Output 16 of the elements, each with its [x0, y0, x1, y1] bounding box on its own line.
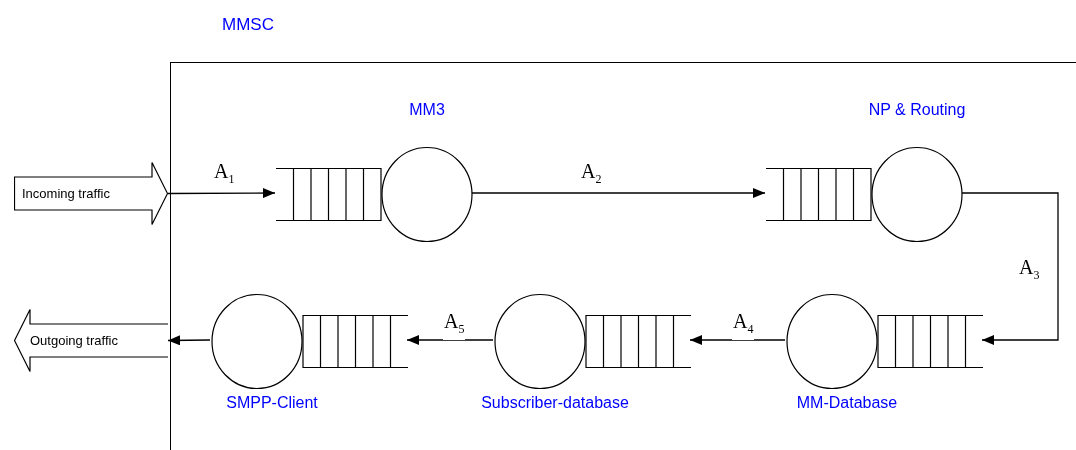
- system-title: MMSC: [222, 15, 274, 35]
- arrow: [167, 188, 276, 199]
- arrow: [471, 188, 766, 198]
- arrow: [689, 335, 786, 345]
- flow-label: Incoming traffic: [22, 185, 110, 201]
- station-name: SMPP-Client: [226, 394, 318, 412]
- arrow: [167, 335, 211, 346]
- station-name: MM-Database: [796, 394, 898, 412]
- station-name: MM3: [409, 101, 445, 119]
- station-name: Subscriber-database: [481, 394, 629, 412]
- block-arrow: [14, 162, 168, 225]
- arrow: [406, 335, 494, 345]
- flow-label: Outgoing traffic: [30, 332, 118, 348]
- block-arrow: [14, 309, 168, 372]
- arrow: [961, 192, 1059, 345]
- station-name: NP & Routing: [868, 101, 966, 119]
